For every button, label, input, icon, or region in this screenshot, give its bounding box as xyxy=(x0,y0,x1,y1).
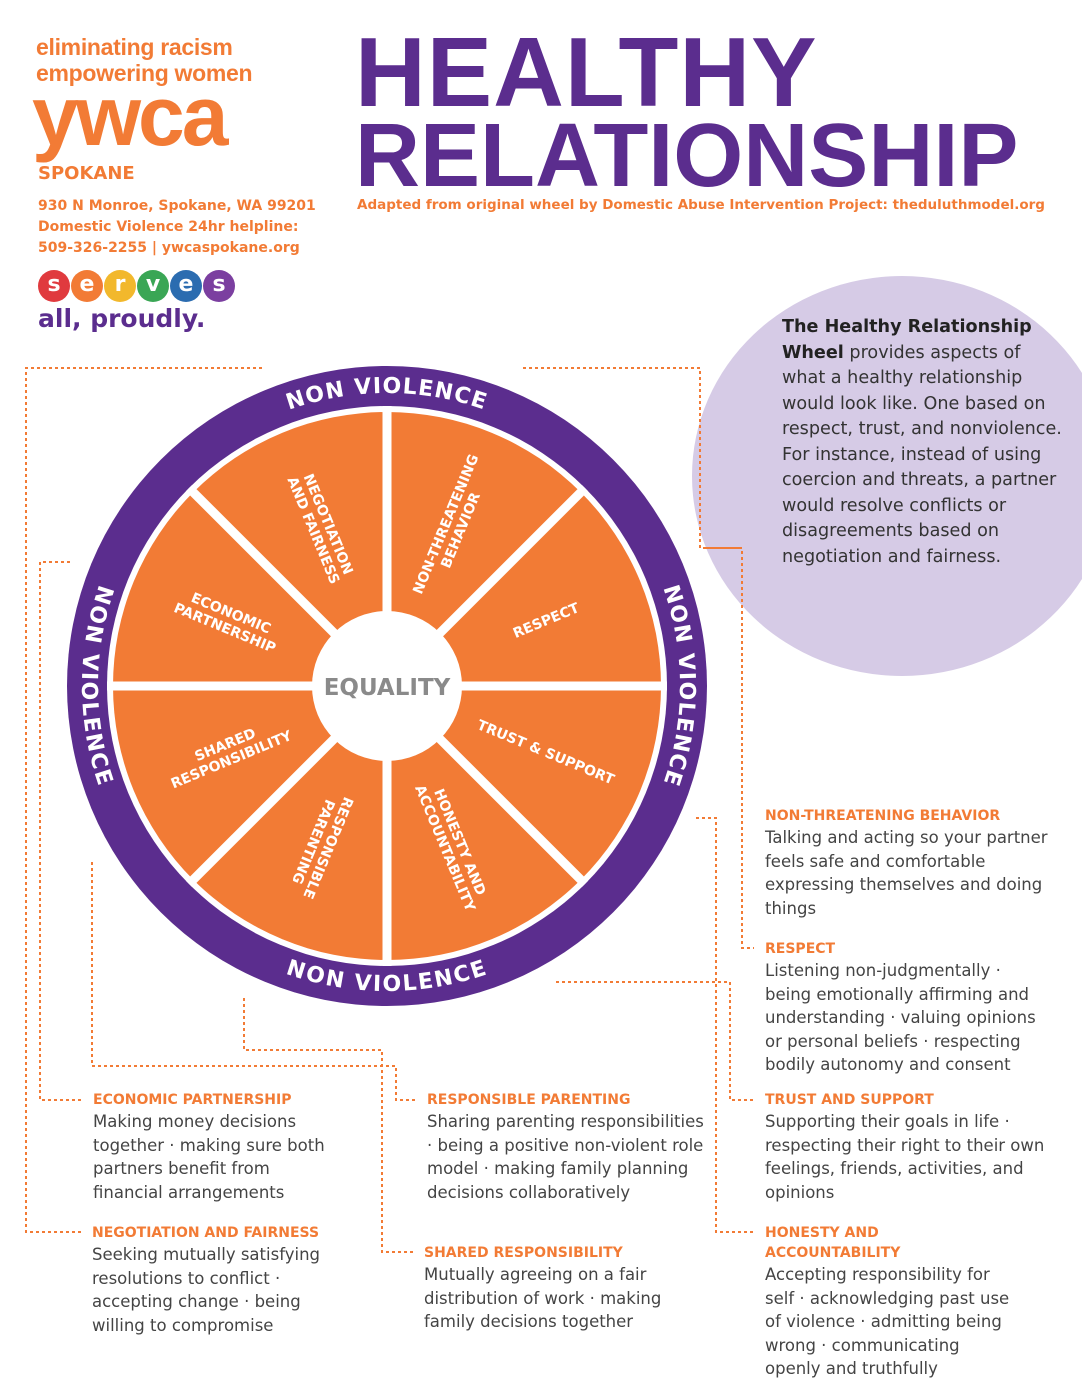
leader-line-trust xyxy=(556,981,754,1101)
info-bubble-body: provides aspects of what a healthy relat… xyxy=(782,342,1062,567)
serves-letter-3: r xyxy=(104,270,136,302)
desc-non-threatening: NON-THREATENING BEHAVIOR Talking and act… xyxy=(765,806,1055,920)
address-line: 930 N Monroe, Spokane, WA 99201 xyxy=(38,198,316,214)
leader-line-economic xyxy=(39,561,82,1101)
center-hub xyxy=(312,611,462,761)
desc-heading: TRUST AND SUPPORT xyxy=(765,1092,934,1108)
city-name: SPOKANE xyxy=(38,163,135,184)
desc-honesty: HONESTY AND ACCOUNTABILITY Accepting res… xyxy=(765,1223,1015,1381)
desc-economic: ECONOMIC PARTNERSHIP Making money decisi… xyxy=(93,1090,333,1204)
desc-text: Making money decisions together · making… xyxy=(93,1112,325,1202)
desc-shared: SHARED RESPONSIBILITY Mutually agreeing … xyxy=(424,1243,684,1334)
desc-text: Accepting responsibility for self · ackn… xyxy=(765,1265,1010,1378)
desc-text: Talking and acting so your partner feels… xyxy=(765,828,1048,918)
serves-letter-6: s xyxy=(203,270,235,302)
leader-line-honesty xyxy=(696,817,754,1233)
page-title: HEALTHY RELATIONSHIP xyxy=(355,17,1019,206)
desc-heading: RESPECT xyxy=(765,941,836,957)
proudly-text: all, proudly. xyxy=(38,304,206,333)
desc-text: Sharing parenting responsibilities · bei… xyxy=(427,1112,704,1202)
leader-line-negotiation xyxy=(25,367,262,1233)
desc-text: Supporting their goals in life · respect… xyxy=(765,1112,1045,1202)
info-bubble-text: The Healthy Relationship Wheel provides … xyxy=(782,315,1062,570)
helpline-label: Domestic Violence 24hr helpline: xyxy=(38,219,299,235)
tagline: eliminating racism empowering women xyxy=(36,34,253,86)
leader-lines xyxy=(25,367,754,1253)
center-label: EQUALITY xyxy=(324,675,451,701)
desc-heading: HONESTY AND ACCOUNTABILITY xyxy=(765,1225,901,1261)
desc-text: Mutually agreeing on a fair distribution… xyxy=(424,1265,662,1331)
desc-heading: NON-THREATENING BEHAVIOR xyxy=(765,808,1001,824)
title-line-2: RELATIONSHIP xyxy=(355,106,1019,206)
desc-heading: RESPONSIBLE PARENTING xyxy=(427,1092,631,1108)
desc-text: Seeking mutually satisfying resolutions … xyxy=(92,1245,320,1335)
desc-trust: TRUST AND SUPPORT Supporting their goals… xyxy=(765,1090,1045,1204)
ywca-logo: ywca xyxy=(32,69,228,163)
desc-text: Listening non-judgmentally · being emoti… xyxy=(765,961,1036,1074)
tagline-line-1: eliminating racism xyxy=(36,34,233,60)
desc-respect: RESPECT Listening non-judgmentally · bei… xyxy=(765,939,1045,1077)
serves-letter-5: e xyxy=(170,270,202,302)
info-bubble xyxy=(692,276,1082,676)
desc-negotiation: NEGOTIATION AND FAIRNESS Seeking mutuall… xyxy=(92,1223,332,1337)
desc-parenting: RESPONSIBLE PARENTING Sharing parenting … xyxy=(427,1090,707,1204)
leader-line-parenting xyxy=(91,862,416,1101)
tagline-line-2: empowering women xyxy=(36,60,253,86)
title-line-1: HEALTHY xyxy=(355,17,818,127)
serves-letter-1: s xyxy=(38,270,70,302)
contact-info: 930 N Monroe, Spokane, WA 99201 Domestic… xyxy=(38,196,316,259)
leader-line-shared xyxy=(243,998,414,1253)
attribution: Adapted from original wheel by Domestic … xyxy=(357,197,1045,213)
desc-heading: ECONOMIC PARTNERSHIP xyxy=(93,1092,292,1108)
desc-heading: SHARED RESPONSIBILITY xyxy=(424,1245,623,1261)
phone-and-website: 509-326-2255 | ywcaspokane.org xyxy=(38,240,300,256)
desc-heading: NEGOTIATION AND FAIRNESS xyxy=(92,1225,320,1241)
serves-letter-2: e xyxy=(71,270,103,302)
info-bubble-bold: The Healthy Relationship Wheel xyxy=(782,317,1032,363)
serves-letter-4: v xyxy=(137,270,169,302)
